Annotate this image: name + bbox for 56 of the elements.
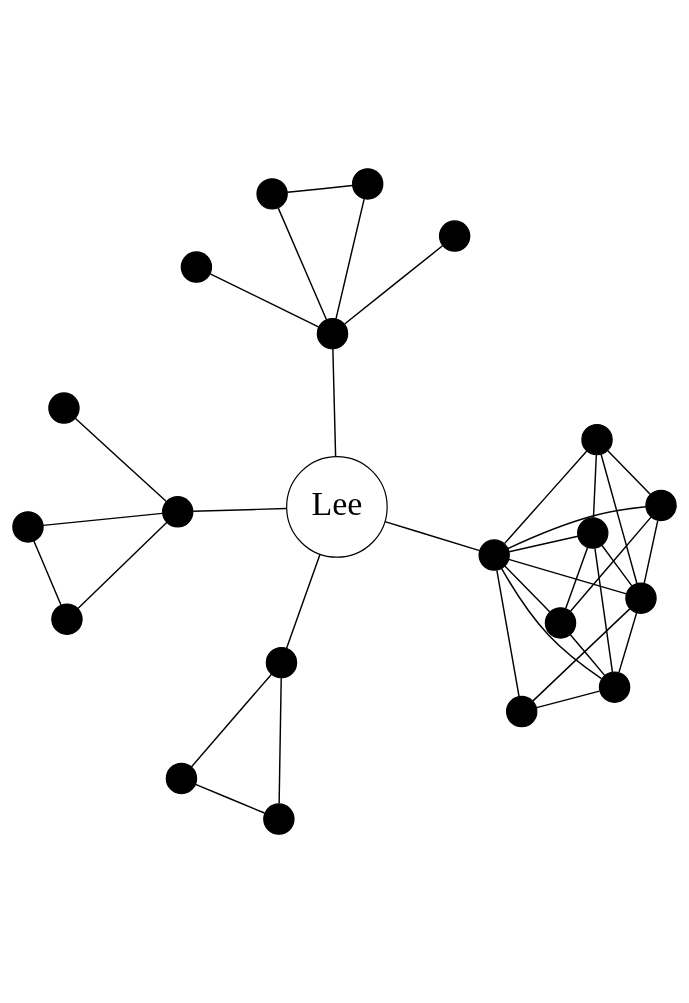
connector	[643, 519, 659, 584]
node-circle	[256, 178, 288, 210]
node-circle	[625, 582, 657, 614]
connector	[335, 198, 365, 320]
connector	[74, 417, 168, 503]
connector	[503, 450, 588, 545]
connector	[532, 607, 631, 702]
node-circle	[438, 220, 471, 252]
connector	[500, 567, 603, 680]
connector	[507, 506, 647, 550]
node-circle: Lee	[286, 456, 388, 558]
node-circle	[12, 511, 44, 543]
connector	[285, 553, 321, 649]
node-circle	[265, 646, 298, 679]
connector	[600, 453, 638, 585]
connector	[42, 512, 163, 527]
node-circle	[478, 539, 510, 571]
node-circle	[48, 392, 80, 424]
connector	[592, 454, 598, 519]
node-circle	[506, 695, 538, 728]
connector	[601, 544, 633, 587]
connector	[278, 677, 282, 805]
connector	[569, 633, 606, 677]
connector	[565, 546, 589, 609]
node-circle	[316, 317, 349, 350]
connector	[618, 612, 638, 673]
connector	[535, 690, 601, 709]
node-circle	[165, 762, 198, 795]
node-circle	[544, 607, 577, 639]
connector	[33, 540, 62, 606]
connector	[277, 207, 328, 321]
connector	[384, 520, 481, 552]
node-circle	[161, 496, 194, 528]
connector	[77, 521, 168, 610]
node-circle	[180, 251, 213, 283]
connector	[508, 535, 579, 553]
connector	[496, 569, 520, 698]
node-circle	[577, 517, 609, 549]
node-circle	[581, 423, 613, 456]
node-circle	[51, 603, 83, 635]
connector	[504, 565, 551, 613]
node-circle	[645, 489, 677, 522]
connector	[194, 783, 266, 814]
connector	[190, 673, 273, 768]
connector	[607, 450, 652, 496]
connector	[332, 348, 337, 458]
node-circle	[351, 168, 384, 200]
node-circle	[263, 803, 295, 835]
connector	[343, 245, 444, 325]
connector	[209, 273, 320, 328]
connector	[508, 558, 628, 595]
connector	[192, 507, 288, 513]
node-circle	[598, 671, 631, 703]
connector	[569, 516, 652, 613]
connector	[594, 547, 614, 673]
connector	[286, 184, 354, 193]
